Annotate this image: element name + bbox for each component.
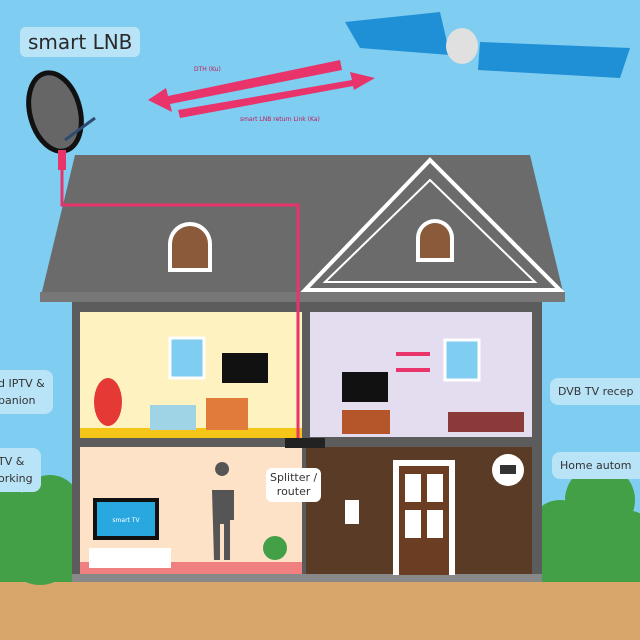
- label-tv-networking: TV & orking: [0, 448, 41, 492]
- attic-window-right: [416, 219, 454, 262]
- label-line: orking: [0, 472, 33, 485]
- signal-arrows: [148, 60, 375, 118]
- thermostat-icon: [345, 500, 359, 524]
- splitter-box: [285, 438, 325, 448]
- smart-tv-label: smart TV: [112, 517, 140, 524]
- splitter-router-label: Splitter / router: [266, 468, 322, 502]
- label-line: router: [276, 485, 311, 498]
- tv-icon: [342, 372, 388, 402]
- label-home-automation: Home autom: [552, 452, 640, 479]
- tv-icon: [222, 353, 268, 383]
- bushes: [0, 465, 640, 585]
- lnb-cable: [60, 165, 300, 445]
- front-door: [393, 460, 455, 575]
- label-iptv-companion: d IPTV & panion: [0, 370, 53, 414]
- chair: [94, 378, 122, 426]
- downlink-label: DTH (Ku): [194, 66, 221, 73]
- plant: [263, 536, 287, 560]
- label-line: panion: [0, 394, 36, 407]
- label-line: Splitter /: [270, 471, 318, 484]
- page-title: smart LNB: [20, 27, 141, 57]
- person-icon: [212, 462, 234, 560]
- attic-window-left: [168, 222, 212, 272]
- label-line: d IPTV &: [0, 377, 45, 390]
- uplink-label: smart LNB return Link (Ka): [240, 116, 320, 123]
- satellite-icon: [345, 12, 630, 78]
- ground: [0, 582, 640, 640]
- label-dvb-tv: DVB TV recep: [550, 378, 640, 405]
- satellite-dish-icon: [26, 70, 96, 170]
- label-line: TV &: [0, 455, 25, 468]
